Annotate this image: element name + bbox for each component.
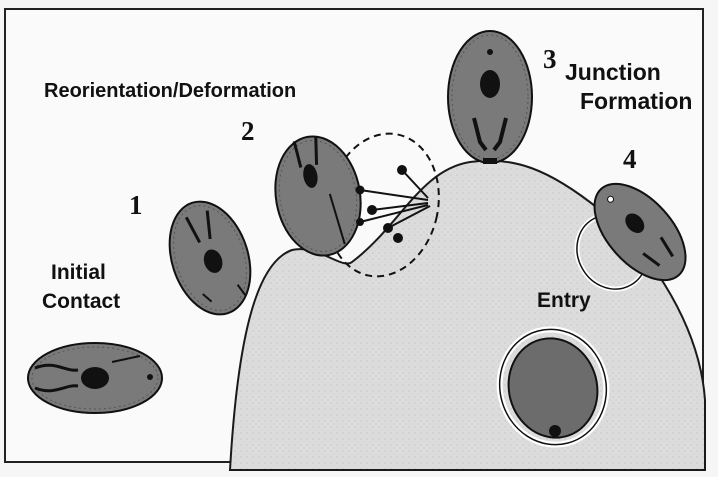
label-initial-contact-line1: Initial [51,262,106,284]
label-junction-line2: Formation [580,89,692,113]
step-number-2: 2 [241,118,255,145]
parasite-step-3 [448,31,532,164]
label-initial-contact-line2: Contact [42,291,120,313]
parasite-initial-contact [28,343,162,413]
step-number-4: 4 [623,146,637,173]
label-reorientation: Reorientation/Deformation [44,81,296,102]
parasite-step-1 [156,191,264,325]
step-number-1: 1 [129,192,143,219]
step-number-3: 3 [543,46,557,73]
label-junction-line1: Junction [565,60,661,84]
label-entry: Entry [537,290,591,312]
